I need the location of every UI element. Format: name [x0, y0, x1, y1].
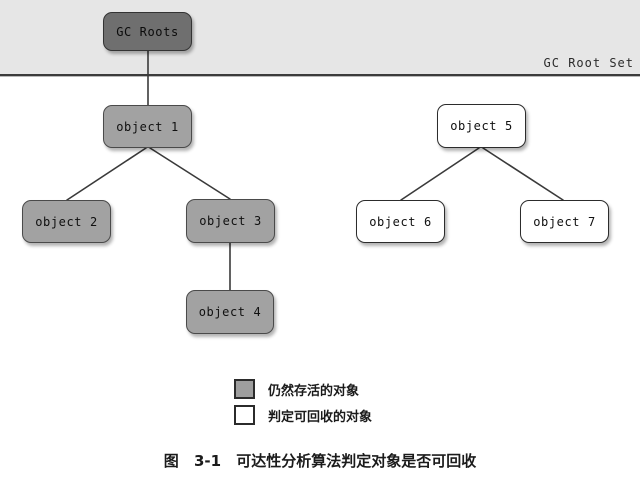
node-object-6[interactable]: object 6 [356, 200, 445, 243]
gc-root-set-label: GC Root Set [543, 56, 634, 70]
edge-object1-object3 [149, 147, 231, 200]
gc-root-set-divider-shadow [0, 76, 640, 77]
legend-swatch-dead-icon [234, 405, 255, 425]
node-object-1[interactable]: object 1 [103, 105, 192, 148]
figure-caption: 图 3-1 可达性分析算法判定对象是否可回收 [0, 450, 640, 471]
edge-object5-object7 [482, 147, 564, 201]
legend-swatch-alive-icon [234, 379, 255, 399]
caption-text: 可达性分析算法判定对象是否可回收 [236, 452, 477, 470]
node-object-2[interactable]: object 2 [22, 200, 111, 243]
legend-label-dead: 判定可回收的对象 [268, 409, 373, 425]
legend-label-alive: 仍然存活的对象 [268, 383, 360, 399]
caption-prefix: 图 [163, 452, 179, 470]
legend: 仍然存活的对象 判定可回收的对象 [234, 376, 372, 428]
legend-row-dead: 判定可回收的对象 [234, 402, 372, 428]
node-object-5[interactable]: object 5 [437, 104, 526, 148]
caption-number: 3-1 [193, 452, 222, 470]
edge-object1-object2 [66, 147, 147, 201]
node-object-4[interactable]: object 4 [186, 290, 274, 334]
edge-object5-object6 [400, 147, 480, 201]
node-object-3[interactable]: object 3 [186, 199, 275, 243]
legend-row-alive: 仍然存活的对象 [234, 376, 372, 402]
node-gc-roots[interactable]: GC Roots [103, 12, 192, 51]
gc-root-set-divider [0, 74, 640, 76]
node-object-7[interactable]: object 7 [520, 200, 609, 243]
